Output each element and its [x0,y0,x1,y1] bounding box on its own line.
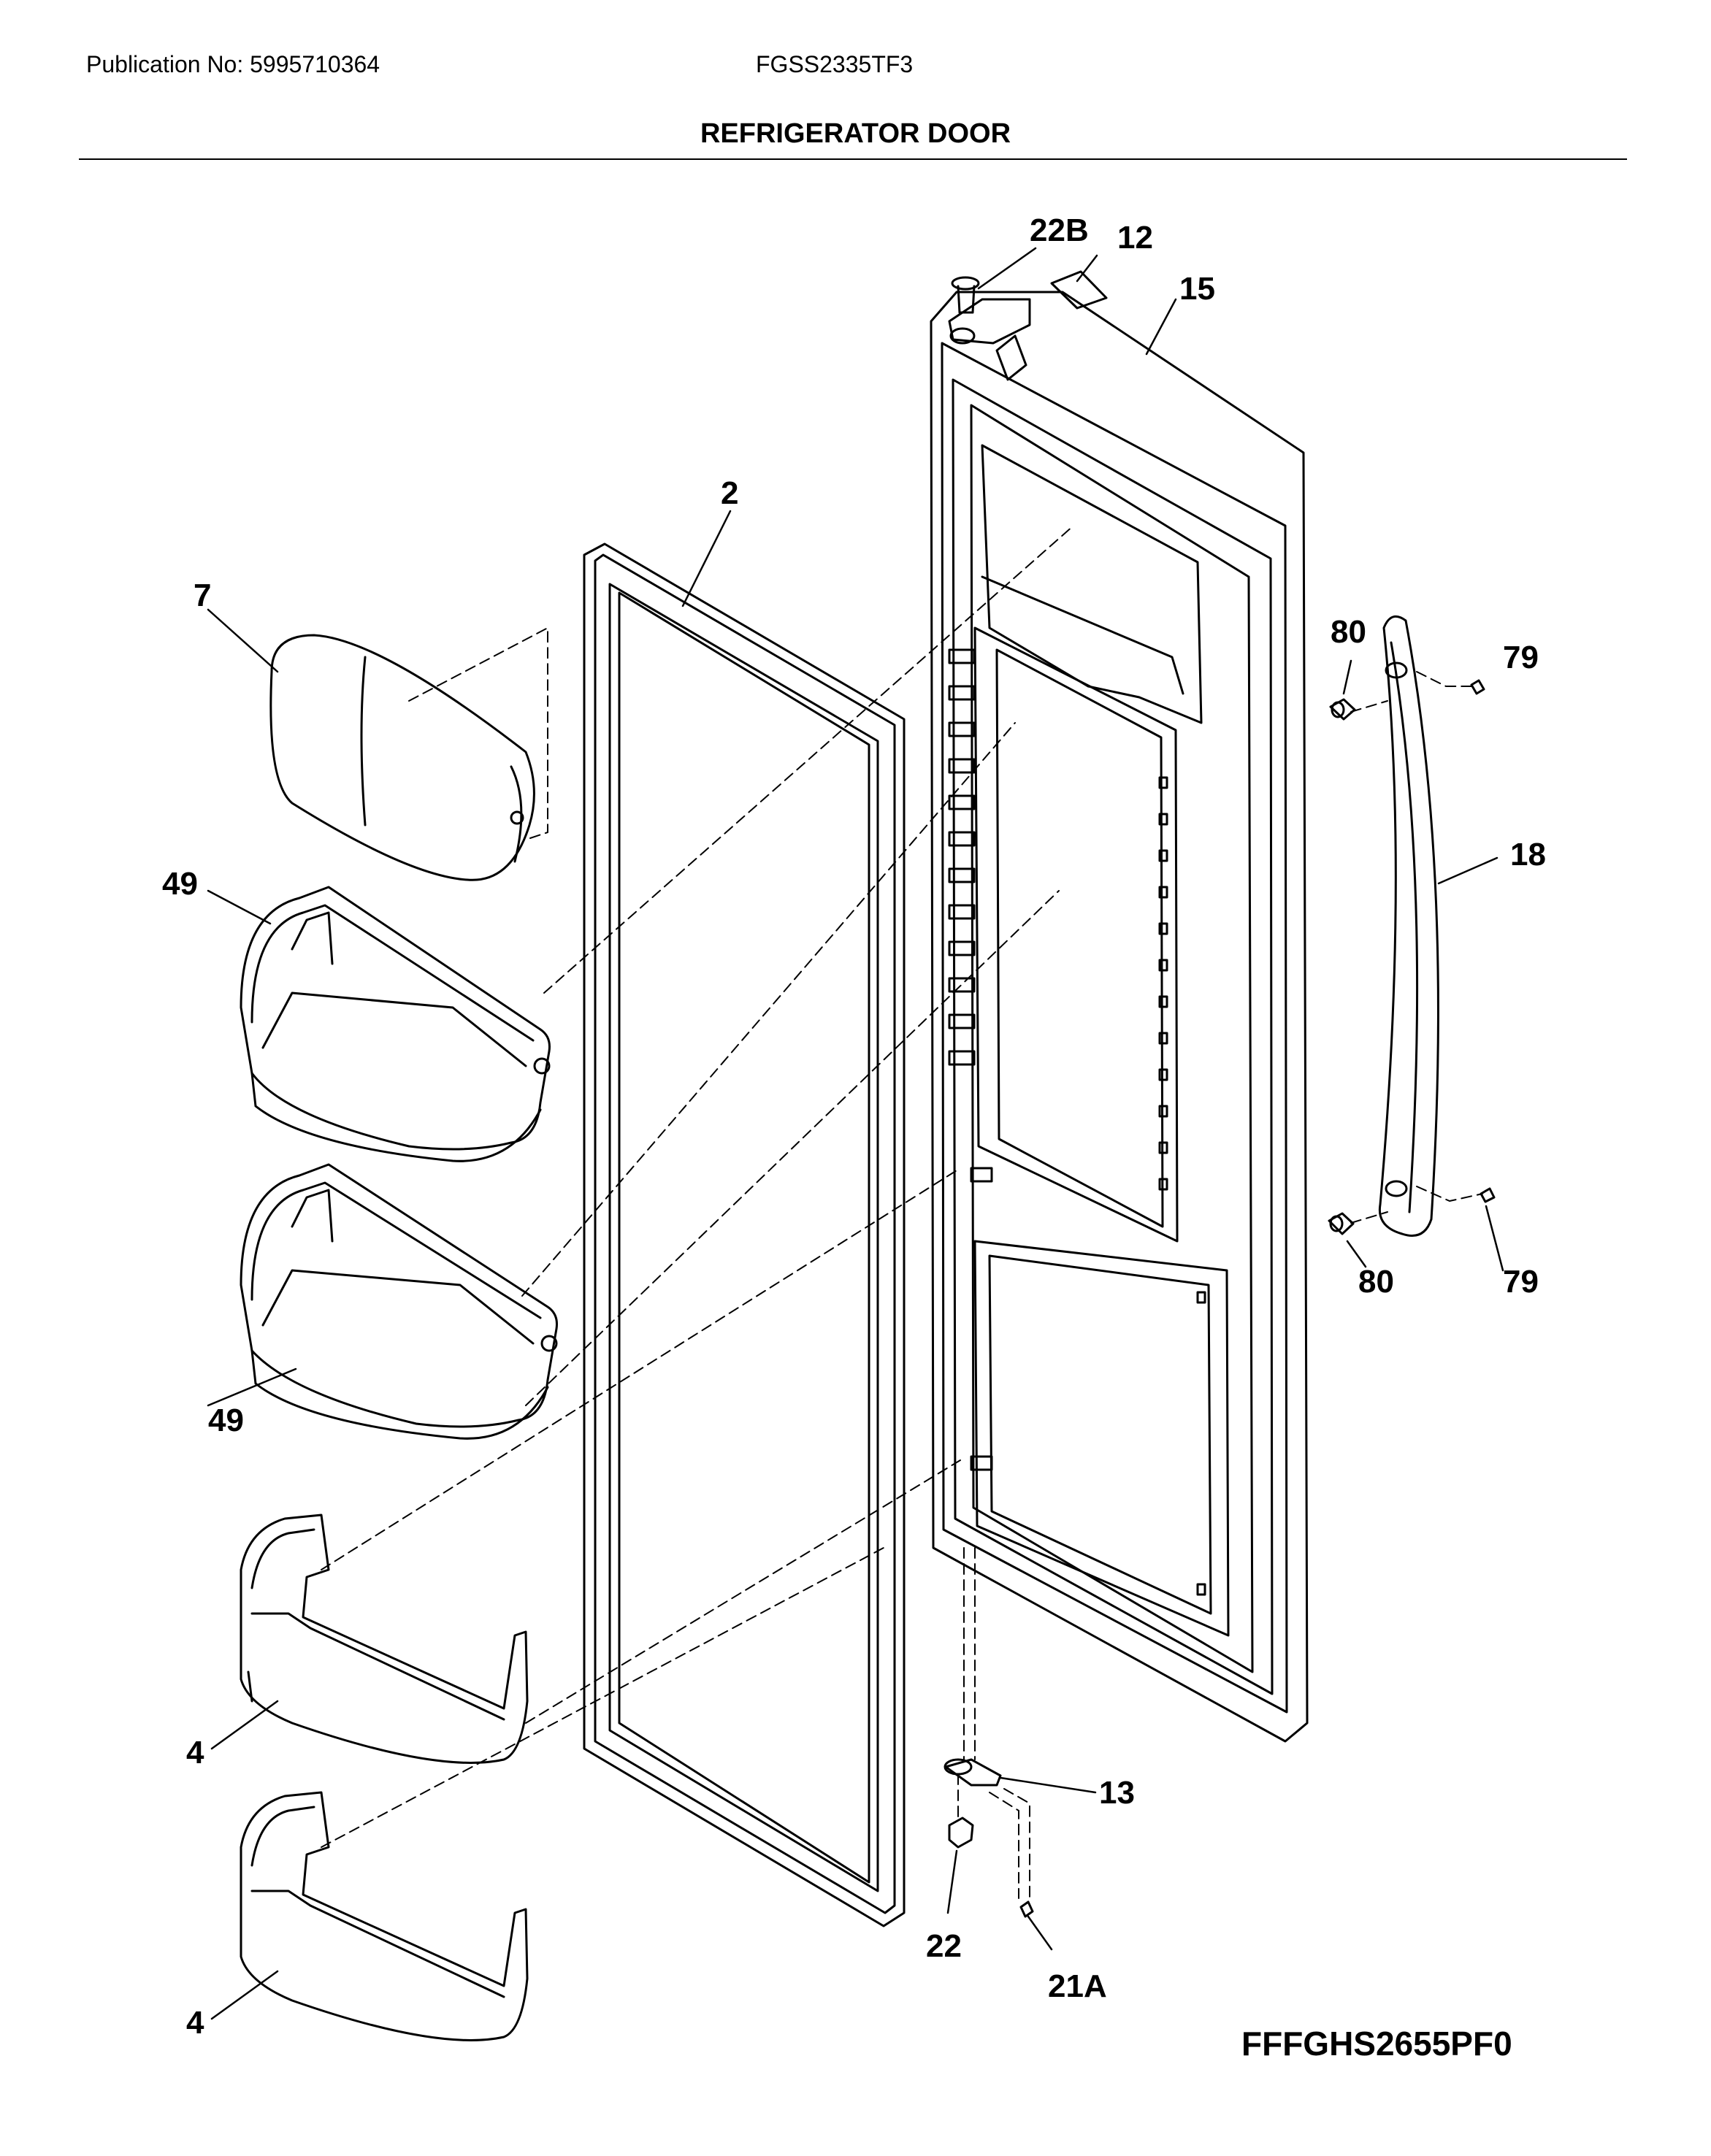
callout-4-lower: 4 [186,2005,204,2041]
door-bin-lower [240,1163,558,1440]
header-divider [79,158,1627,160]
callout-2: 2 [721,475,738,511]
page-title: REFRIGERATOR DOOR [700,118,1011,149]
hinge-pin-22B [951,276,980,314]
callout-12: 12 [1117,220,1153,256]
screw-21A [1019,1900,1034,1918]
shelf-retainer-bumps [948,648,976,1066]
door-gasket [583,542,906,1927]
callout-4-upper: 4 [186,1735,204,1771]
callout-49-upper: 49 [162,866,198,902]
dairy-door-part [269,634,535,881]
label-12 [1050,270,1108,310]
callout-22B: 22B [1030,212,1089,248]
leader-lines [207,247,1504,2020]
door-panel [930,291,1309,1743]
door-bin-small-lower [240,1791,529,2041]
handle-stud-80-lower [1328,1212,1355,1235]
hinge-13 [943,1758,1002,1787]
publication-number: Publication No: 5995710364 [86,51,380,77]
callout-79-lower: 79 [1503,1264,1539,1300]
screw-79-upper [1470,679,1485,695]
callout-80-lower: 80 [1358,1264,1394,1300]
door-bin-small-upper [240,1514,529,1764]
door-handle [1378,615,1439,1237]
callout-79-upper: 79 [1503,640,1539,675]
assembly-guide-lines [321,525,1483,1899]
bushing-22 [948,1817,974,1849]
callout-22: 22 [926,1928,962,1964]
model-number: FGSS2335TF3 [756,51,914,77]
callout-80-upper: 80 [1331,614,1366,650]
callout-15: 15 [1179,271,1215,307]
figure-code: FFFGHS2655PF0 [1241,2025,1512,2063]
callout-49-lower: 49 [208,1403,244,1438]
right-rail-pegs [1158,776,1168,1191]
callout-7: 7 [194,578,211,613]
screw-79-lower [1480,1187,1496,1203]
door-bin-upper [240,886,551,1162]
callout-18: 18 [1510,837,1546,872]
handle-stud-80-upper [1329,698,1356,721]
callout-21A: 21A [1048,1968,1107,2004]
callout-13: 13 [1099,1775,1135,1811]
